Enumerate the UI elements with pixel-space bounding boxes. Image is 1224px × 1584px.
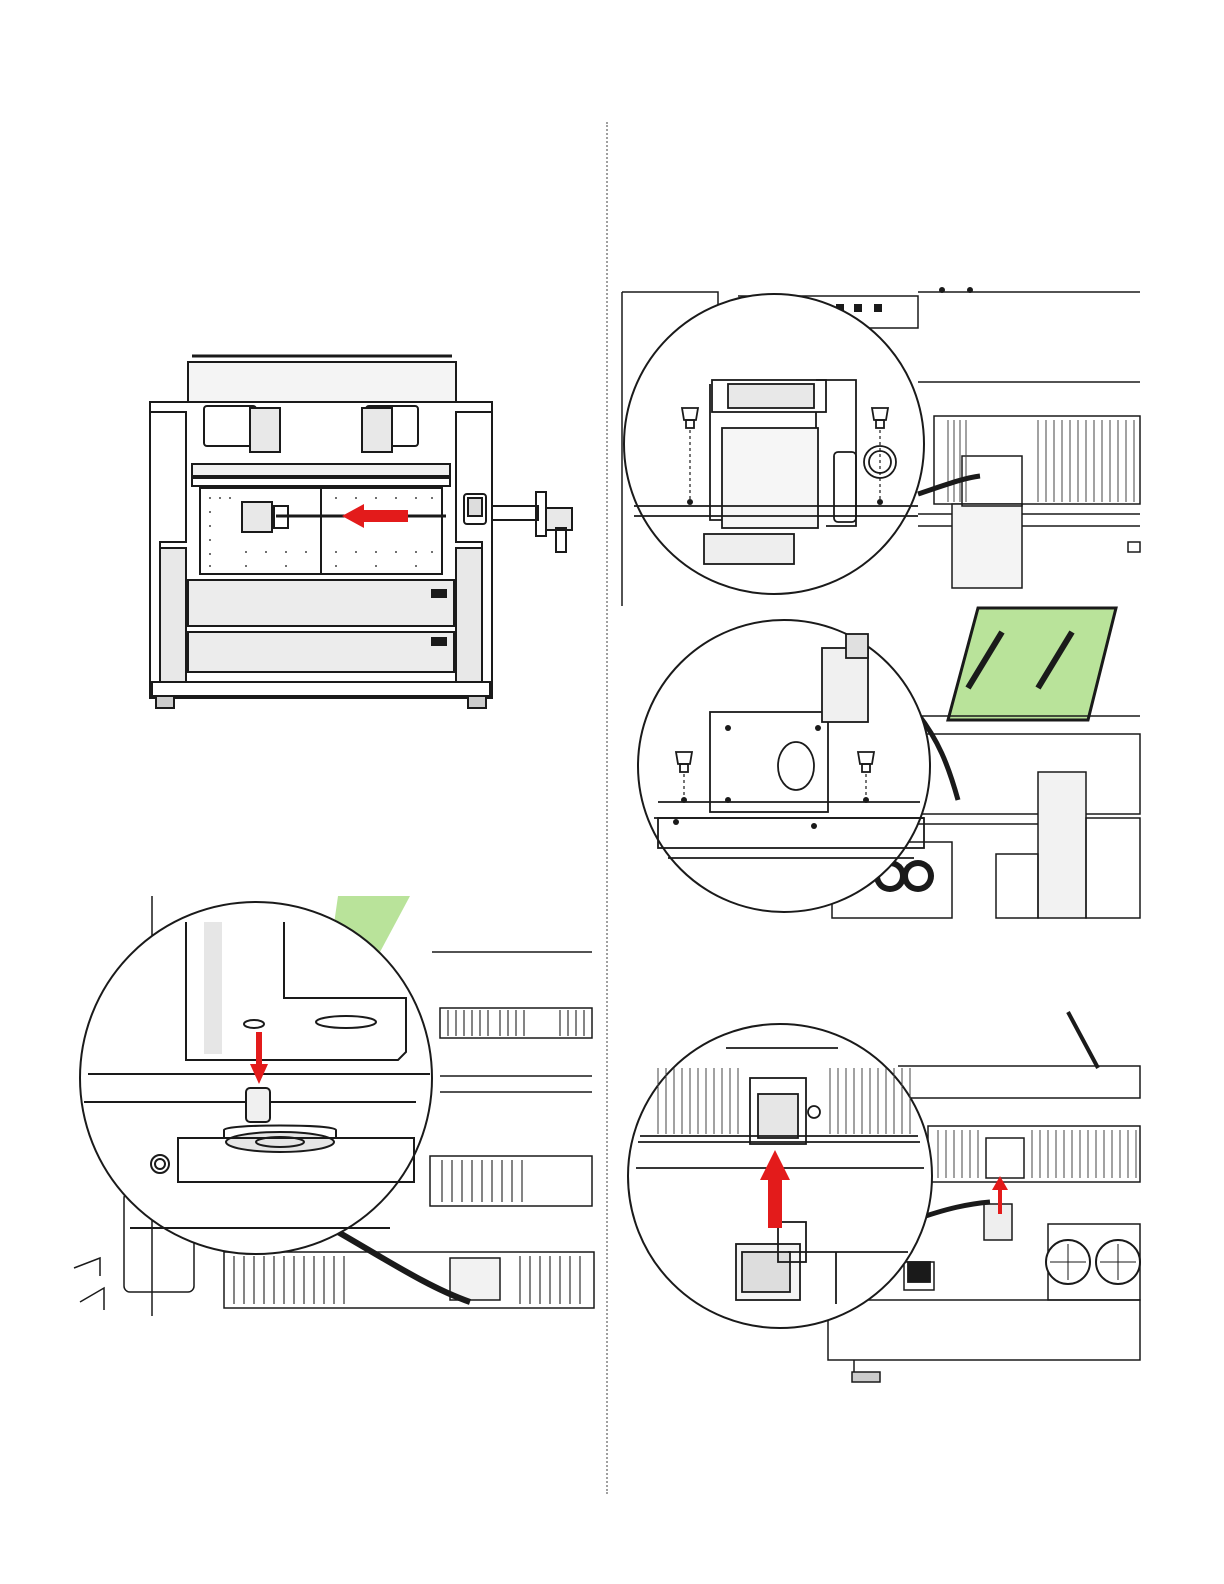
controller-board-insert-detail-icon [618, 1008, 1144, 1386]
carriage-mount-plate-detail-icon [618, 604, 1144, 922]
rail-thumb-screw-detail-icon [618, 280, 1144, 610]
figure-magnet-install-detail [70, 892, 598, 1324]
figure-carriage-mount-detail [618, 604, 1144, 922]
figure-machine-front-view [146, 352, 582, 714]
magnet-post-detail-icon [70, 892, 598, 1324]
column-divider [606, 122, 608, 1494]
laser-cutter-front-icon [146, 352, 582, 714]
figure-board-insert-detail [618, 1008, 1144, 1386]
figure-rail-screws-detail [618, 280, 1144, 610]
